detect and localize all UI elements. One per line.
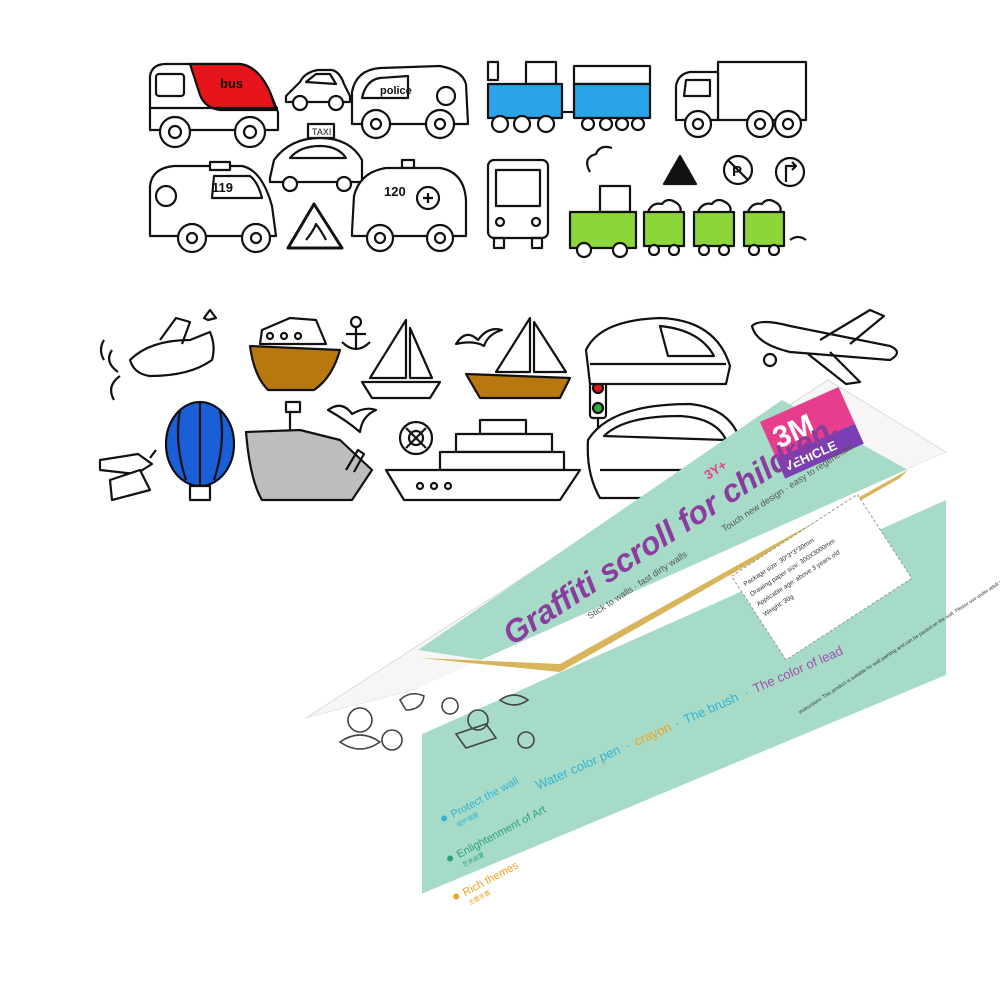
cruise-ship-drawing bbox=[384, 418, 582, 502]
slippery-road-sign-drawing bbox=[286, 202, 344, 250]
police-label: police bbox=[380, 85, 412, 97]
bullet-train-drawing bbox=[584, 316, 732, 386]
jet-drawing bbox=[98, 449, 157, 502]
small-car-drawing bbox=[284, 68, 352, 112]
brown-boat-drawing bbox=[248, 316, 342, 392]
blue-train-drawing bbox=[486, 60, 652, 134]
life-ring-drawing bbox=[398, 420, 434, 456]
traffic-signs-drawing: P bbox=[662, 154, 806, 188]
ambulance-119-label: 119 bbox=[212, 180, 233, 195]
brown-sailboat-drawing bbox=[464, 316, 572, 400]
svg-text:·: · bbox=[672, 715, 682, 730]
seagull-drawing bbox=[454, 328, 504, 348]
package-box: 3M VEHICLE Graffiti scroll for children.… bbox=[305, 379, 1000, 942]
ambulance-119-drawing: 119 bbox=[148, 160, 278, 254]
coloring-strip-vehicles: bus police bbox=[148, 60, 808, 259]
hot-air-balloon-drawing bbox=[164, 400, 236, 502]
taxi-drawing: TAXI bbox=[268, 122, 364, 193]
svg-text:·: · bbox=[741, 685, 751, 700]
svg-text:P: P bbox=[732, 163, 742, 180]
airliner-drawing bbox=[750, 308, 899, 386]
police-car-drawing: police bbox=[350, 64, 470, 140]
box-scroll-artwork bbox=[338, 692, 535, 751]
bus-drawing: bus bbox=[148, 62, 280, 149]
truck-drawing bbox=[674, 60, 808, 139]
bus-label: bus bbox=[220, 76, 243, 91]
grey-ship-drawing bbox=[244, 400, 374, 502]
taxi-label: TAXI bbox=[312, 127, 331, 137]
sailboat-drawing bbox=[360, 318, 442, 400]
bus-front-drawing bbox=[486, 158, 550, 250]
ambulance-120-drawing: 120 bbox=[350, 158, 468, 253]
svg-text:·: · bbox=[623, 737, 633, 752]
box-end-face bbox=[306, 688, 422, 942]
propeller-plane-drawing bbox=[99, 308, 218, 401]
green-train-drawing bbox=[568, 145, 807, 259]
ambulance-120-label: 120 bbox=[384, 184, 406, 199]
size-badge: 3M VEHICLE bbox=[760, 387, 864, 479]
seagull-2-drawing bbox=[326, 404, 378, 434]
coloring-strip-air-sea bbox=[98, 308, 899, 502]
anchor-drawing bbox=[341, 315, 371, 351]
